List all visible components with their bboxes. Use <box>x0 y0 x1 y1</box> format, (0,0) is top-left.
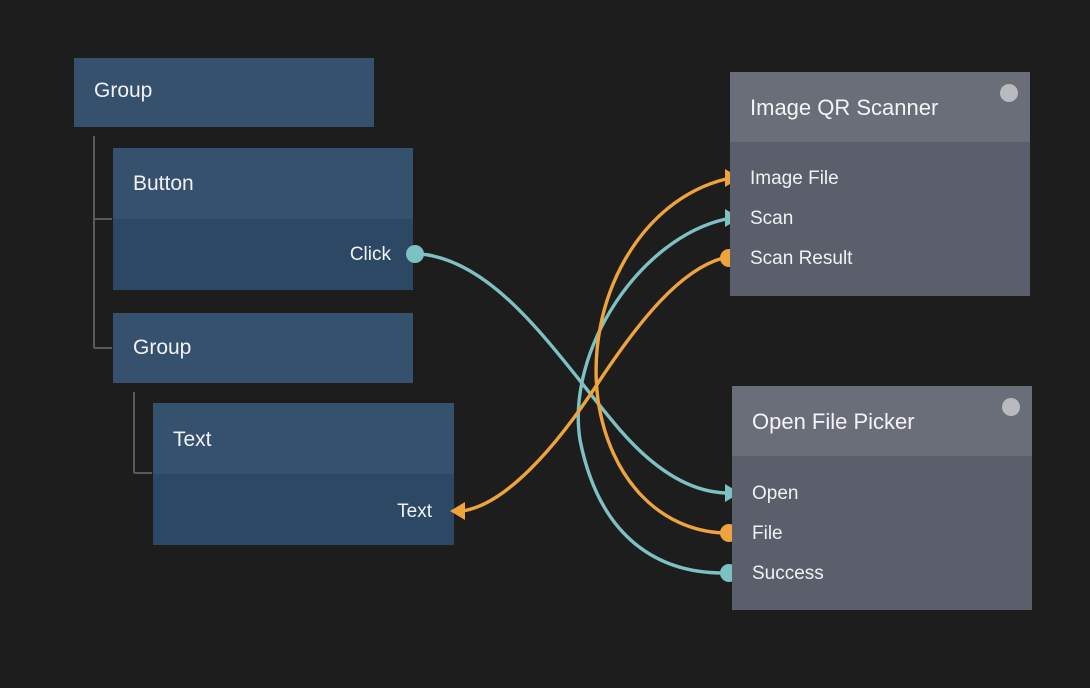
node-status-badge-icon[interactable] <box>1000 84 1018 102</box>
widget-title-button: Button <box>133 172 194 195</box>
node-status-badge-icon[interactable] <box>1002 398 1020 416</box>
widget-header-group-root <box>74 58 374 127</box>
edge-file-to-imagefile[interactable] <box>594 169 740 542</box>
port-label-text-0[interactable]: Text <box>397 501 432 522</box>
port-label-open-file-picker-1[interactable]: File <box>752 523 783 544</box>
port-label-open-file-picker-0[interactable]: Open <box>752 483 799 504</box>
edge-scanresult-to-text[interactable] <box>450 249 738 520</box>
widget-header-button <box>113 148 413 219</box>
widget-header-text <box>153 403 454 474</box>
widget-title-group-root: Group <box>94 79 153 102</box>
widget-title-group-child: Group <box>133 336 192 359</box>
action-header-open-file-picker <box>732 386 1032 456</box>
action-title-open-file-picker: Open File Picker <box>752 409 915 434</box>
widget-title-text: Text <box>173 428 212 451</box>
action-title-image-qr-scanner: Image QR Scanner <box>750 95 939 120</box>
tree-connector-root <box>93 136 112 349</box>
widget-node-group-root[interactable]: Group <box>74 58 374 127</box>
tree-connector-group <box>133 392 152 474</box>
action-header-image-qr-scanner <box>730 72 1030 142</box>
port-label-open-file-picker-2[interactable]: Success <box>752 563 824 584</box>
edge-success-to-scan[interactable] <box>576 209 740 582</box>
port-label-image-qr-scanner-2[interactable]: Scan Result <box>750 248 853 269</box>
edge-click-to-open[interactable] <box>406 245 740 502</box>
widget-header-group-child <box>113 313 413 383</box>
port-label-image-qr-scanner-0[interactable]: Image File <box>750 168 839 189</box>
widget-node-group-child[interactable]: Group <box>113 313 413 383</box>
port-label-image-qr-scanner-1[interactable]: Scan <box>750 208 794 229</box>
port-label-button-0[interactable]: Click <box>349 244 391 265</box>
